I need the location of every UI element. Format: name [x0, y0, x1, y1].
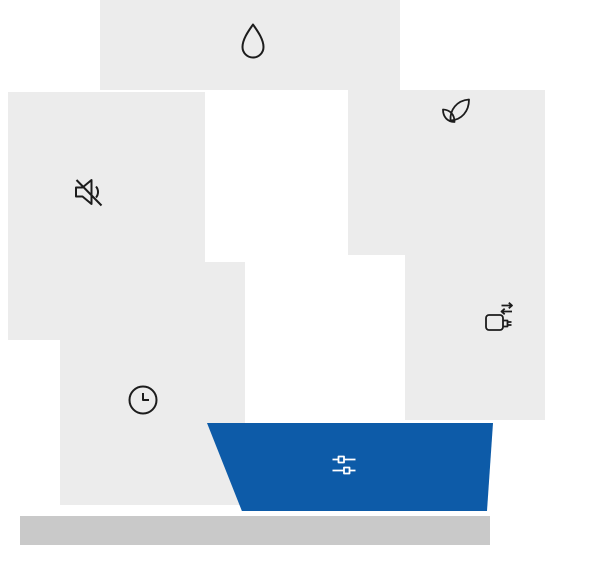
plug-switch-icon	[478, 301, 516, 339]
water-drop-icon	[237, 22, 269, 62]
speaker-muted-icon	[69, 172, 109, 212]
tile-water[interactable]	[100, 0, 400, 90]
sliders-icon	[329, 450, 359, 480]
accent-settings-panel[interactable]	[207, 423, 493, 511]
tile-eco[interactable]	[348, 90, 545, 255]
tile-timer[interactable]	[60, 262, 245, 505]
eco-leaves-icon	[438, 95, 474, 131]
clock-icon	[126, 383, 160, 417]
bottom-bar	[20, 516, 490, 545]
tile-plug[interactable]	[405, 255, 545, 420]
